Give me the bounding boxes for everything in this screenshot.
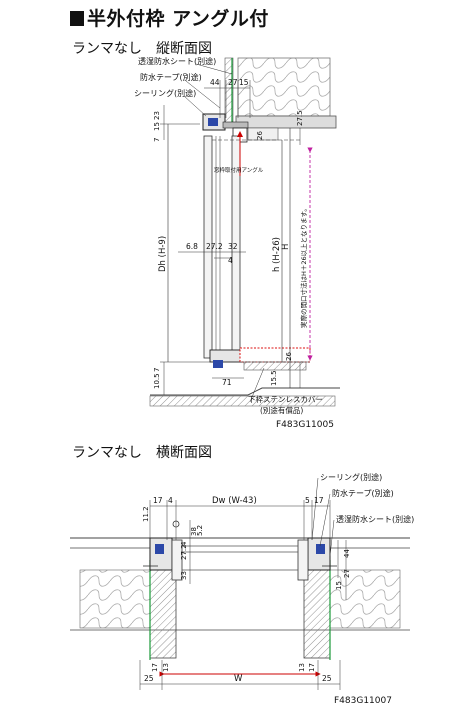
leader-sill-cover — [249, 367, 265, 403]
dim-44-h: 44 — [343, 549, 351, 558]
dim-26-bottom: 26 — [285, 352, 293, 361]
dim-13-left: 13 — [162, 663, 170, 672]
horizontal-section: シーリング(別途) 防水テープ(別途) 透湿防水シート(別途) 17 4 Dw … — [70, 472, 414, 690]
vertical-drawing-code: F483G11005 — [276, 420, 334, 430]
dim-4: 4 — [228, 256, 233, 265]
leader-moisture — [329, 519, 335, 557]
sill-board — [243, 361, 307, 371]
right-seal-block — [316, 544, 325, 554]
horizontal-section-heading: ランマなし 横断面図 — [72, 445, 212, 461]
dim-27-2-h: 27.2 — [180, 544, 188, 560]
left-seal-block — [155, 544, 164, 554]
dim-25-right: 25 — [322, 674, 332, 683]
floor-slab — [149, 395, 336, 407]
horizontal-drawing-code: F483G11007 — [334, 696, 392, 706]
dim-33: 33 — [180, 571, 188, 580]
dim-dh: Dh (H-9) — [158, 236, 168, 272]
dim-44: 44 — [210, 78, 220, 87]
dim-7: 7 — [153, 138, 161, 142]
sash-left-stile — [203, 135, 213, 359]
square-bullet-icon — [70, 11, 84, 26]
dim-15: 15 — [239, 78, 249, 87]
top-angle — [222, 121, 249, 129]
dim-13-right: 13 — [298, 663, 306, 672]
dim-38: 38 — [190, 527, 198, 536]
leader-seal — [183, 95, 207, 117]
callout-angle: 窓枠取付用アングル — [214, 166, 264, 174]
leader-tape — [185, 80, 221, 109]
dim-6-8: 6.8 — [186, 242, 198, 251]
dim-dw: Dw (W-43) — [212, 496, 257, 506]
callout-opening-note: 実際の開口寸法はH＋26以上となります。 — [299, 205, 308, 328]
leader-seal — [311, 477, 319, 541]
dim-15-h: 15 — [335, 581, 343, 590]
left-stud — [149, 567, 177, 659]
leader-moisture — [195, 63, 233, 75]
right-sash-stile — [297, 539, 309, 581]
sill-cover — [239, 347, 311, 363]
leader-tape — [319, 493, 331, 547]
dim-4b: 4 — [180, 541, 188, 546]
dim-17-right-bottom: 17 — [308, 663, 316, 672]
top-insulation — [237, 57, 331, 117]
dim-17: 17 — [153, 496, 163, 505]
callout-tape-h: 防水テープ(別途) — [332, 488, 394, 498]
callout-moisture-sheet: 透湿防水シート(別途) — [138, 56, 216, 66]
dim-27: 27 — [228, 78, 238, 87]
floor-line — [150, 387, 340, 396]
page-title: 半外付枠 アングル付 — [70, 4, 269, 31]
left-insulation — [79, 569, 151, 629]
dim-15-5: 15.5 — [270, 370, 278, 386]
left-sash-stile — [171, 539, 183, 581]
right-stud — [303, 567, 331, 659]
callout-sill-cover: 下枠ステンレスカバー — [248, 394, 323, 404]
dim-5: 5 — [305, 496, 310, 505]
callout-waterproof-tape: 防水テープ(別途) — [140, 72, 202, 82]
dim-W: W — [234, 674, 243, 684]
callout-moisture-h: 透湿防水シート(別途) — [336, 514, 414, 524]
right-insulation — [329, 569, 401, 629]
dim-H: H — [281, 244, 291, 250]
dim-27-5: 27.5 — [296, 110, 304, 126]
dim-32: 32 — [228, 242, 238, 251]
vertical-section-heading: ランマなし 縦断面図 — [72, 41, 212, 57]
top-header-board — [235, 115, 337, 129]
callout-sill-cover-note: (別途有償品) — [260, 405, 303, 415]
dim-15b: 15 — [153, 122, 161, 131]
dim-h: h (H-26) — [272, 237, 282, 272]
bottom-seal-block — [213, 360, 223, 368]
callout-sealing-h: シーリング(別途) — [320, 472, 382, 482]
dim-23: 23 — [153, 111, 161, 120]
dim-5-2: 5.2 — [196, 525, 204, 536]
dim-27-2: 27.2 — [206, 242, 223, 251]
dim-25-left: 25 — [144, 674, 154, 683]
dim-7b: 7 — [153, 368, 161, 372]
top-seal-block — [208, 118, 218, 126]
dim-26-top: 26 — [256, 131, 264, 140]
dim-17-right: 17 — [314, 496, 324, 505]
dim-4-top: 4 — [168, 496, 173, 505]
dim-71: 71 — [222, 378, 232, 387]
dim-10-5: 10.5 — [153, 373, 161, 389]
vertical-section: 透湿防水シート(別途) 防水テープ(別途) シーリング(別途) 44 27 15… — [134, 56, 340, 415]
dim-17-left: 17 — [151, 663, 159, 672]
dim-11-2: 11.2 — [142, 506, 150, 522]
dim-27-h: 27 — [343, 569, 351, 578]
callout-sealing: シーリング(別途) — [134, 88, 196, 98]
